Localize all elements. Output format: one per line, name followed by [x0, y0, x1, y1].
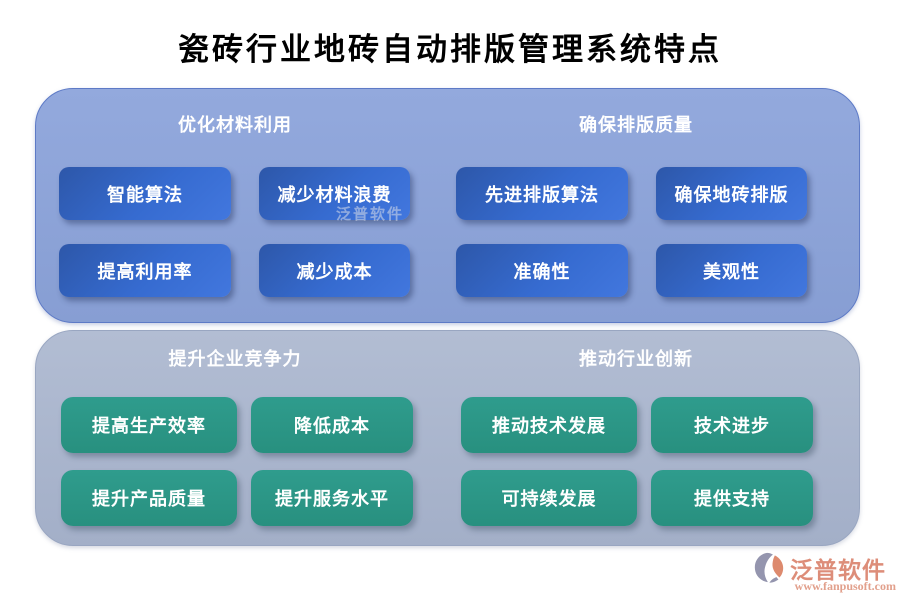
- feature-grid-layout-quality: 先进排版算法 确保地砖排版 准确性 美观性: [456, 167, 807, 297]
- feature-grid-material-usage: 智能算法 减少材料浪费 提高利用率 减少成本: [59, 167, 410, 297]
- fanpu-logo-url: www.fanpusoft.com: [794, 579, 896, 593]
- feature-button-production-efficiency: 提高生产效率: [61, 397, 237, 453]
- feature-button-ensure-tile-layout: 确保地砖排版: [656, 167, 807, 220]
- feature-grid-competitiveness: 提高生产效率 降低成本 提升产品质量 提升服务水平: [61, 397, 413, 526]
- feature-button-product-quality: 提升产品质量: [61, 470, 237, 526]
- feature-button-service-level: 提升服务水平: [251, 470, 413, 526]
- panel-competitiveness-and-innovation: 提升企业竞争力 推动行业创新 提高生产效率 降低成本 提升产品质量 提升服务水平…: [35, 330, 860, 546]
- feature-button-lower-cost: 降低成本: [251, 397, 413, 453]
- feature-button-provide-support: 提供支持: [651, 470, 813, 526]
- feature-button-reduce-waste: 减少材料浪费: [259, 167, 410, 220]
- feature-button-aesthetics: 美观性: [656, 244, 807, 297]
- feature-grid-innovation: 推动技术发展 技术进步 可持续发展 提供支持: [461, 397, 813, 526]
- fanpu-logo-icon: [754, 552, 784, 583]
- group-header-material-usage: 优化材料利用: [178, 115, 292, 135]
- feature-button-smart-algorithm: 智能算法: [59, 167, 231, 220]
- group-header-innovation: 推动行业创新: [579, 349, 693, 369]
- feature-button-advanced-layout-algorithm: 先进排版算法: [456, 167, 628, 220]
- fanpu-logo-name: 泛普软件: [790, 557, 886, 583]
- feature-button-tech-development: 推动技术发展: [461, 397, 637, 453]
- panel-material-and-quality: 优化材料利用 确保排版质量 智能算法 减少材料浪费 提高利用率 减少成本 先进排…: [35, 88, 860, 323]
- group-header-competitiveness: 提升企业竞争力: [168, 349, 302, 369]
- fanpu-logo: 泛普软件 www.fanpusoft.com: [748, 550, 896, 594]
- feature-button-accuracy: 准确性: [456, 244, 628, 297]
- feature-button-reduce-cost: 减少成本: [259, 244, 410, 297]
- feature-button-improve-usage: 提高利用率: [59, 244, 231, 297]
- page-title: 瓷砖行业地砖自动排版管理系统特点: [178, 32, 722, 67]
- group-header-layout-quality: 确保排版质量: [579, 115, 693, 135]
- feature-button-sustainable-dev: 可持续发展: [461, 470, 637, 526]
- feature-button-tech-progress: 技术进步: [651, 397, 813, 453]
